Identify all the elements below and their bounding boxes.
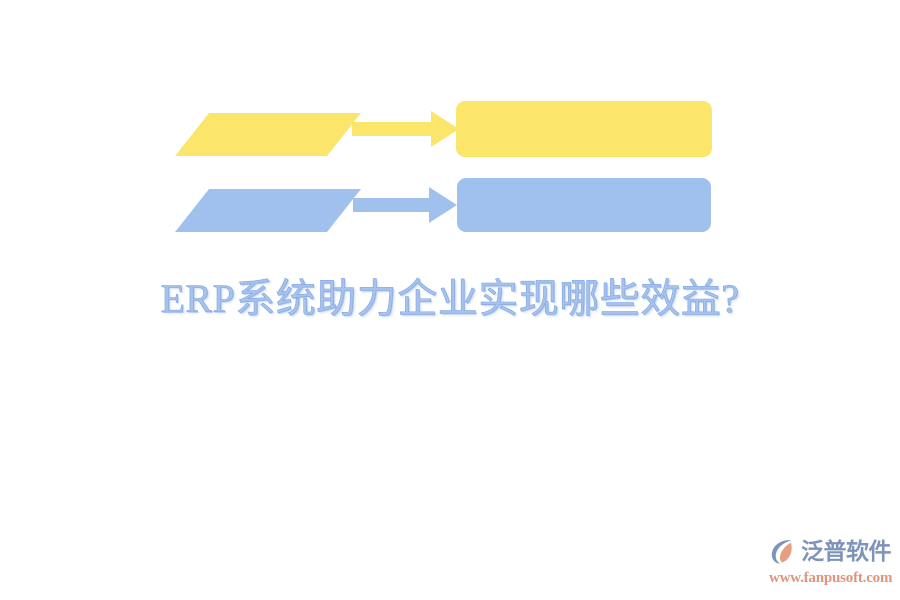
arrow-right-blue[interactable] (353, 187, 457, 223)
diagram-row-blue (175, 178, 711, 232)
fanpu-logo-icon (771, 540, 792, 564)
diagram-row-yellow (175, 101, 712, 157)
parallelogram-shape-blue[interactable] (175, 189, 361, 232)
arrow-right-yellow[interactable] (352, 111, 459, 147)
headline: ERP系统助力企业实现哪些效益? (0, 272, 900, 326)
process-flow-diagram (0, 0, 900, 260)
parallelogram-shape-yellow[interactable] (175, 113, 361, 156)
rounded-rectangle-blue[interactable] (457, 178, 711, 232)
headline-text: ERP系统助力企业实现哪些效益? (160, 276, 740, 322)
rounded-rectangle-yellow[interactable] (456, 101, 712, 157)
brand-name: 泛普软件 (801, 538, 892, 564)
brand-url: www.fanpusoft.com (769, 570, 893, 586)
brand-top-row: 泛普软件 (768, 534, 894, 568)
diagram-canvas (175, 101, 712, 232)
brand-watermark: 泛普软件 www.fanpusoft.com (768, 534, 894, 592)
